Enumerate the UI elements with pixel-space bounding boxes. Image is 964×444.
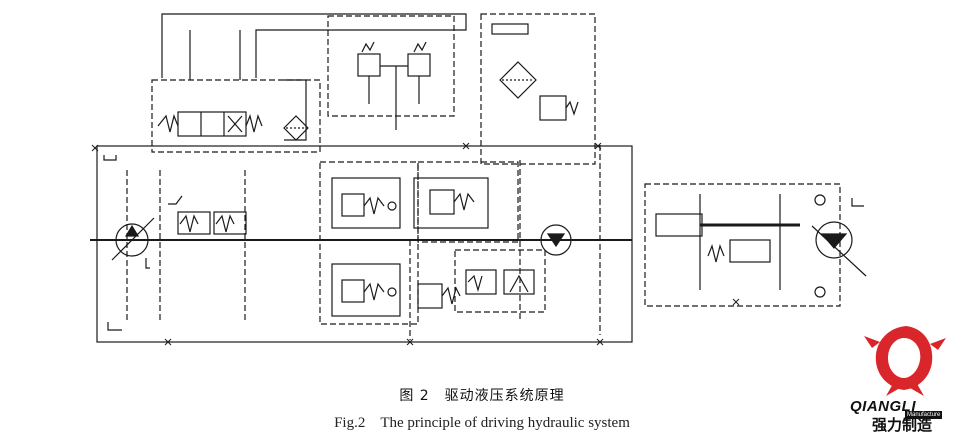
hydraulic-schematic	[90, 13, 867, 346]
filter-left	[283, 115, 309, 141]
cartridge-valves	[331, 177, 535, 317]
qiangli-logo-icon	[864, 326, 946, 396]
motor-right	[655, 194, 867, 298]
filter-right	[491, 23, 579, 121]
logo-tagline: Manufacture	[905, 411, 943, 419]
figure-caption-en: Fig.2 The principle of driving hydraulic…	[334, 415, 630, 431]
motor-center	[540, 224, 572, 256]
pump-left	[111, 217, 155, 269]
figure-caption-cn: 图 2 驱动液压系统原理	[399, 388, 565, 404]
pump-control	[168, 195, 247, 235]
directional-valve	[157, 111, 263, 137]
top-routing	[161, 13, 467, 141]
pilot-lines	[126, 13, 841, 340]
main-frame	[90, 145, 633, 343]
tank-symbols	[103, 155, 864, 331]
junctions	[91, 142, 740, 346]
relief-valves-top	[357, 41, 431, 130]
logo-wordmark: QIANGLI	[850, 398, 916, 415]
logo-chinese: 强力制造	[872, 416, 933, 434]
